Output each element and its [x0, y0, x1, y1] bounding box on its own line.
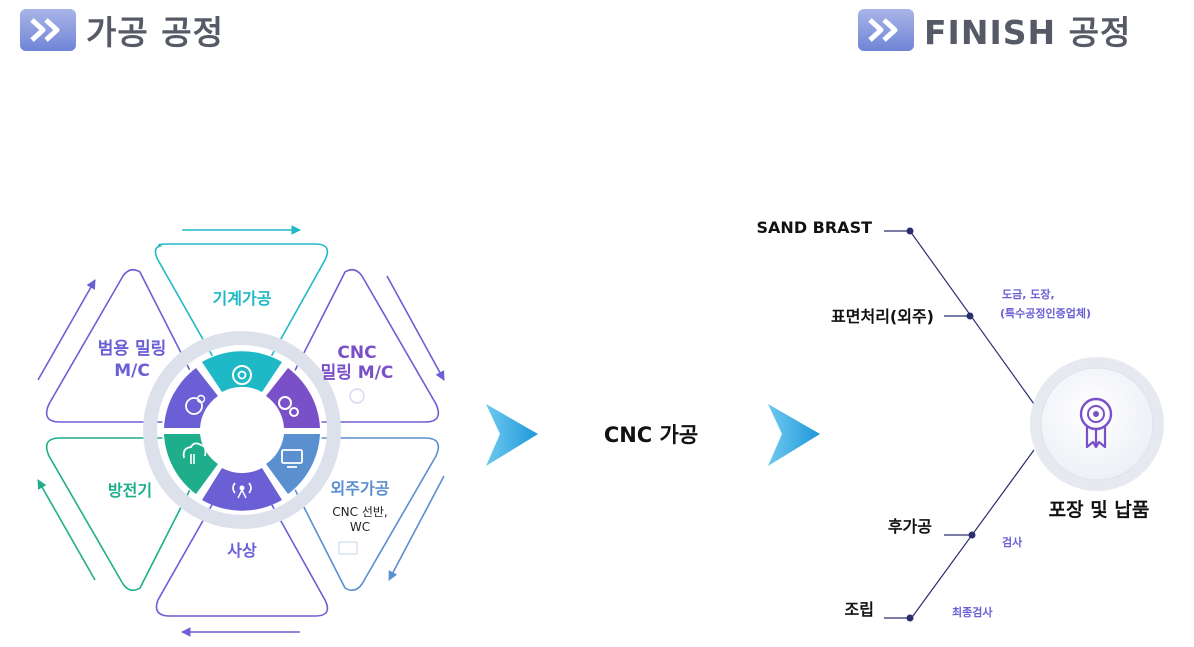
- label-cnc-1: CNC: [337, 343, 376, 363]
- gear-icon: [232, 365, 252, 385]
- monitor-icon: [281, 449, 303, 468]
- header-left: 가공 공정: [20, 6, 224, 54]
- node-sand: [906, 227, 914, 235]
- flow-arrow-right-bottom: [388, 475, 445, 581]
- triangle-machining: [154, 243, 329, 393]
- label-machining: 기계가공: [213, 289, 272, 308]
- center-ring: [143, 331, 341, 529]
- label-assembly-note: 최종검사: [952, 605, 993, 619]
- label-surface: 표면처리(외주): [831, 307, 934, 326]
- flow-arrow-right-top: [386, 275, 445, 381]
- chevron-right-icon: [858, 9, 914, 51]
- final-badge: [1040, 367, 1154, 481]
- label-cnc-2: 밀링 M/C: [321, 362, 394, 383]
- monitor-outline-icon: [338, 541, 358, 555]
- wedge-outsourcing: [266, 434, 320, 494]
- section-title-finish: FINISH 공정: [924, 13, 1132, 52]
- node-assembly: [906, 614, 914, 622]
- settings-icon: [185, 394, 206, 415]
- big-arrow-2: [768, 404, 820, 466]
- award-icon: [1079, 397, 1113, 449]
- flow-arrow-left-bottom: [37, 479, 96, 581]
- center-label: CNC 가공: [604, 423, 698, 447]
- label-post: 후가공: [888, 517, 932, 536]
- label-finishing: 사상: [227, 541, 257, 560]
- label-final: 포장 및 납품: [1049, 499, 1150, 521]
- label-plating-2: (특수공정인증업체): [1000, 306, 1091, 320]
- wedge-cnc: [266, 368, 320, 428]
- label-outsourcing-detail-2: WC: [350, 520, 370, 534]
- signal-icon: [232, 482, 252, 499]
- label-general-1: 범용 밀링: [98, 338, 166, 359]
- label-assembly: 조립: [845, 600, 874, 619]
- section-title-machining: 가공 공정: [86, 13, 224, 52]
- cloud-transfer-icon: [182, 442, 207, 464]
- header-right: FINISH 공정: [858, 6, 1131, 54]
- label-sand-brast: SAND BRAST: [757, 218, 873, 237]
- label-post-note: 검사: [1002, 535, 1023, 549]
- gears-icon: [278, 396, 299, 417]
- big-arrow-1: [486, 404, 538, 466]
- node-post: [968, 531, 976, 539]
- chevron-right-icon: [20, 9, 76, 51]
- label-general-2: M/C: [114, 361, 150, 381]
- flow-arrow-left-top: [37, 279, 96, 381]
- label-outsourcing-detail-1: CNC 선반,: [332, 505, 387, 519]
- gear-outline-icon: [349, 388, 365, 404]
- label-edm: 방전기: [108, 481, 152, 500]
- label-outsourcing: 외주가공: [331, 479, 390, 498]
- node-surface: [966, 312, 974, 320]
- label-plating-1: 도금, 도장,: [1002, 287, 1055, 301]
